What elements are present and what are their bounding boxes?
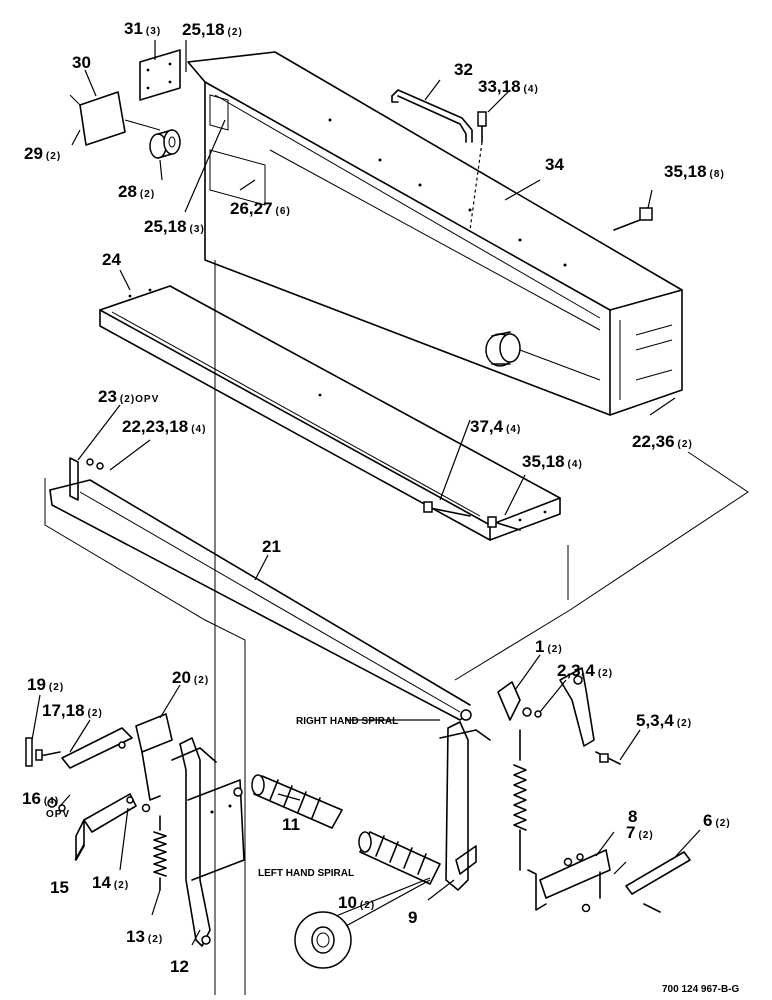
callout-35-18-low: 35,18(4)	[522, 452, 583, 471]
rod-part-17	[35, 727, 133, 769]
tray-part-24	[99, 285, 561, 541]
roller-part-28	[149, 129, 181, 159]
handle-part-32	[391, 89, 473, 143]
callout-32: 32	[454, 60, 473, 79]
bracket-part-15	[47, 793, 151, 861]
callout-26-27: 26,27(6)	[230, 199, 291, 218]
callout-8: 8	[628, 807, 637, 826]
callout-37-4: 37,4(4)	[470, 417, 521, 436]
callout-19: 19(2)	[27, 675, 64, 694]
bolt-33	[469, 111, 487, 231]
callout-6: 6(2)	[703, 811, 731, 830]
callout-25-18-mid: 25,18(3)	[144, 217, 205, 236]
bracket-part-1	[497, 667, 621, 765]
left-hand-spiral-label: LEFT HAND SPIRAL	[258, 868, 354, 879]
spring-right	[513, 729, 527, 871]
callout-23: 23(2)OPV	[98, 387, 159, 406]
housing-part-34	[187, 51, 683, 416]
bolts-37-35	[423, 501, 521, 531]
callout-29: 29(2)	[24, 144, 61, 163]
right-spiral-roll	[251, 774, 343, 829]
callout-20: 20(2)	[172, 668, 209, 687]
left-spiral-roll	[358, 831, 441, 885]
callout-1: 1(2)	[535, 637, 563, 656]
bracket-part-8	[527, 849, 611, 913]
callout-labels: 31(3) 25,18(2) 30 32 33,18(4) 29(2) 34 3…	[22, 19, 739, 995]
leader-lines	[31, 40, 701, 946]
callout-12: 12	[170, 957, 189, 976]
drawing-number: 700 124 967-B-G	[662, 984, 739, 995]
callout-2-3-4: 2,3,4(2)	[557, 661, 613, 680]
assembly-outline	[44, 260, 749, 995]
bushing	[485, 331, 601, 381]
callout-10: 10(2)	[338, 893, 375, 912]
callout-11: 11	[282, 815, 300, 834]
callout-30: 30	[72, 53, 91, 72]
callout-7: 7(2)	[626, 823, 654, 842]
callout-13: 13(2)	[126, 927, 163, 946]
plate-part-30	[69, 91, 161, 146]
bracket-part-20	[118, 713, 173, 801]
bolt-35-top	[613, 207, 653, 231]
callout-15: 15	[50, 878, 69, 897]
plate-part-31	[139, 49, 181, 101]
pin-part-19	[25, 737, 33, 767]
callout-24: 24	[102, 250, 121, 269]
right-hand-spiral-label: RIGHT HAND SPIRAL	[296, 716, 398, 727]
callout-22-36: 22,36(2)	[632, 432, 693, 451]
callout-31: 31(3)	[124, 19, 161, 38]
callout-34: 34	[545, 155, 564, 174]
rod-part-6	[625, 851, 691, 913]
callout-9: 9	[408, 908, 417, 927]
callout-22-23-18: 22,23,18(4)	[122, 417, 206, 436]
opv-note: OPV	[46, 809, 70, 820]
lever-part-12	[171, 737, 245, 947]
callout-17-18: 17,18(2)	[42, 701, 103, 720]
callout-14: 14(2)	[92, 873, 129, 892]
callout-33-18: 33,18(4)	[478, 77, 539, 96]
spring-left	[153, 815, 167, 891]
callout-21: 21	[262, 537, 281, 556]
lever-part-9	[439, 709, 491, 891]
callout-25-18-top: 25,18(2)	[182, 20, 243, 39]
callout-35-18-top: 35,18(8)	[664, 162, 725, 181]
shaft-part-21	[49, 457, 471, 721]
callout-28: 28(2)	[118, 182, 155, 201]
callout-5-3-4: 5,3,4(2)	[636, 711, 692, 730]
callout-16: 16(4)	[22, 789, 59, 808]
bearing-part-10	[294, 877, 431, 969]
